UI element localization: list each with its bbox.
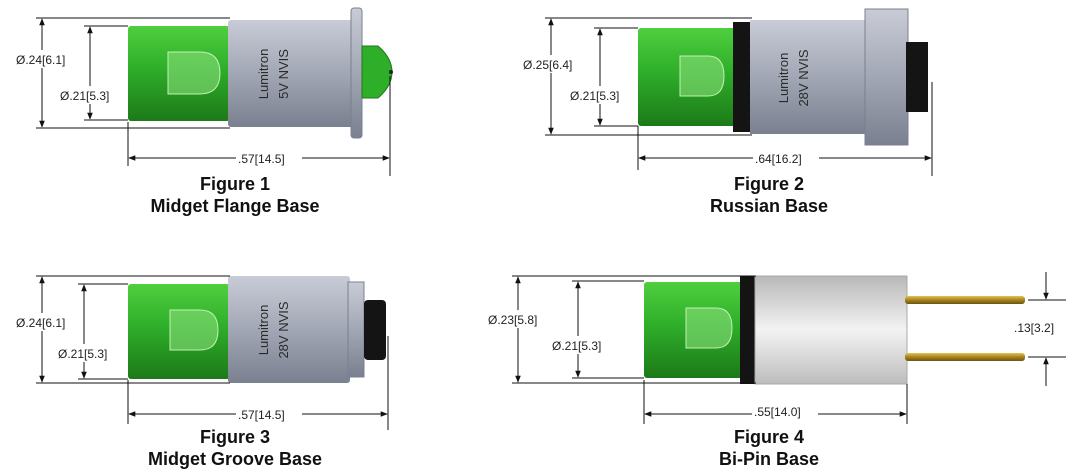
fig3-length: .57[14.5] (238, 408, 285, 422)
pin-upper (905, 296, 1025, 304)
figure-1-lamp (128, 7, 393, 139)
contact-tip (361, 45, 393, 99)
base-body (754, 275, 908, 385)
filament-bulb (685, 307, 733, 349)
fig2-brand: Lumitron (776, 53, 791, 104)
pin-lower (905, 353, 1025, 361)
fig1-outer-diameter: Ø.24[6.1] (16, 53, 65, 67)
filament-bulb (679, 55, 725, 97)
fig4-length: .55[14.0] (754, 405, 801, 419)
figure-3-name: Midget Groove Base (147, 449, 323, 469)
base-body (750, 20, 868, 134)
figure-4-caption: Figure 4 Bi-Pin Base (634, 426, 904, 470)
fig1-inner-diameter: Ø.21[5.3] (60, 89, 109, 103)
filament-bulb (169, 309, 219, 351)
fig1-length: .57[14.5] (238, 152, 285, 166)
fig2-length: .64[16.2] (755, 152, 802, 166)
fig3-outer-diameter: Ø.24[6.1] (16, 316, 65, 330)
base-body (228, 276, 350, 383)
figure-2-dimensions (545, 17, 933, 176)
figure-3-dimensions (36, 275, 389, 430)
fig4-outer-diameter: Ø.23[5.8] (488, 313, 537, 327)
filament-bulb (167, 51, 221, 95)
fig4-inner-diameter: Ø.21[5.3] (552, 339, 601, 353)
figure-1-name: Midget Flange Base (150, 196, 320, 216)
fig3-brand: Lumitron (256, 305, 271, 356)
figure-1-caption: Figure 1 Midget Flange Base (100, 173, 370, 217)
black-ring (740, 276, 756, 384)
base-body (228, 20, 354, 127)
black-ring (733, 22, 751, 132)
fig2-outer-diameter: Ø.25[6.4] (523, 58, 572, 72)
flange (350, 7, 363, 139)
collar (864, 8, 909, 146)
contact (906, 42, 928, 112)
fig3-model: 28V NVIS (276, 301, 291, 358)
figure-4-number: Figure 4 (733, 427, 804, 447)
figure-2-number: Figure 2 (733, 174, 804, 194)
groove (347, 281, 365, 378)
figure-4-lamp (644, 275, 1025, 385)
fig2-inner-diameter: Ø.21[5.3] (570, 89, 619, 103)
figure-2-name: Russian Base (709, 196, 829, 216)
figure-4-name: Bi-Pin Base (718, 449, 820, 469)
fig4-pin-spacing: .13[3.2] (1014, 321, 1054, 335)
figure-4-dimensions (512, 272, 1066, 424)
figure-3-caption: Figure 3 Midget Groove Base (100, 426, 370, 470)
fig2-model: 28V NVIS (796, 49, 811, 106)
fig1-brand: Lumitron (256, 49, 271, 100)
figure-2-caption: Figure 2 Russian Base (634, 173, 904, 217)
contact (364, 300, 386, 360)
figure-1-number: Figure 1 (199, 174, 270, 194)
figure-2-lamp (638, 8, 928, 146)
fig3-inner-diameter: Ø.21[5.3] (58, 347, 107, 361)
fig1-model: 5V NVIS (276, 49, 291, 99)
figure-3-number: Figure 3 (199, 427, 270, 447)
figure-3-lamp (128, 276, 386, 383)
